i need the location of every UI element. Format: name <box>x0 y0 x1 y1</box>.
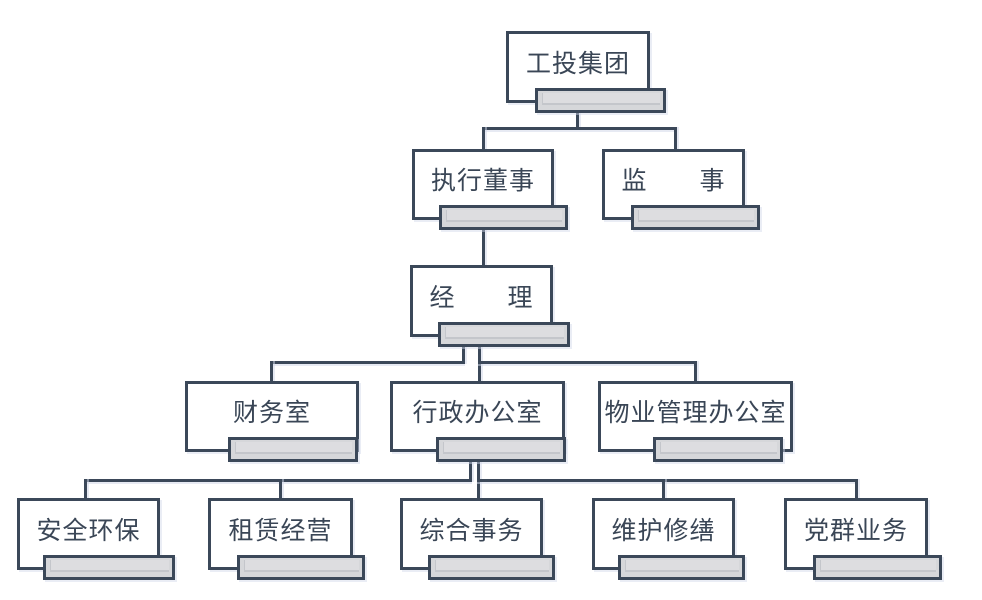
name-placeholder-inner <box>435 560 549 572</box>
name-placeholder-inner <box>235 442 352 454</box>
name-placeholder-inner <box>660 442 777 454</box>
org-node-zulin-jingying[interactable]: 租赁经营 <box>208 498 365 580</box>
org-node-label: 维护修缮 <box>611 516 716 545</box>
name-placeholder-box <box>428 555 555 580</box>
name-placeholder-box <box>535 88 666 113</box>
name-placeholder-inner <box>50 560 169 572</box>
connector-line <box>84 479 87 500</box>
connector-line <box>462 344 465 364</box>
name-placeholder-inner <box>638 210 754 222</box>
name-placeholder-box <box>653 437 783 462</box>
name-placeholder-box <box>237 555 365 580</box>
org-node-weihu-xiushan[interactable]: 维护修缮 <box>592 498 745 580</box>
connector-line <box>662 479 665 500</box>
connector-line <box>84 479 472 482</box>
name-placeholder-inner <box>443 442 560 454</box>
name-placeholder-inner <box>542 93 660 105</box>
org-node-label: 安全环保 <box>36 516 141 545</box>
connector-line <box>482 127 485 151</box>
org-node-label: 监 事 <box>621 167 726 195</box>
name-placeholder-inner <box>625 560 739 572</box>
org-node-label: 经 理 <box>429 283 534 312</box>
connector-line <box>270 361 273 383</box>
connector-line <box>674 127 677 151</box>
name-placeholder-inner <box>445 327 564 339</box>
connector-line <box>279 479 282 500</box>
connector-line <box>478 361 697 364</box>
org-node-box: 综合事务 <box>400 498 543 570</box>
name-placeholder-box <box>228 437 358 462</box>
org-node-gongtou-jituan[interactable]: 工投集团 <box>506 31 666 113</box>
name-placeholder-box <box>439 205 568 230</box>
name-placeholder-box <box>43 555 175 580</box>
org-node-jianshi[interactable]: 监 事 <box>602 149 760 230</box>
name-placeholder-box <box>631 205 760 230</box>
org-node-dangqun-yewu[interactable]: 党群业务 <box>784 498 942 580</box>
connector-line <box>469 461 472 482</box>
connector-line <box>855 479 858 500</box>
org-node-label: 财务室 <box>232 399 311 427</box>
org-node-jingli[interactable]: 经 理 <box>410 265 570 347</box>
org-node-label: 租赁经营 <box>228 516 333 545</box>
name-placeholder-box <box>436 437 566 462</box>
name-placeholder-box <box>618 555 745 580</box>
org-node-xingzheng-bangongshi[interactable]: 行政办公室 <box>390 381 566 462</box>
org-node-caiwushi[interactable]: 财务室 <box>185 381 359 462</box>
org-node-label: 行政办公室 <box>412 399 543 427</box>
org-node-label: 物业管理办公室 <box>604 399 787 427</box>
name-placeholder-box <box>438 322 570 347</box>
org-node-anquan-huanbao[interactable]: 安全环保 <box>17 498 175 580</box>
org-node-zonghe-shiwu[interactable]: 综合事务 <box>400 498 555 580</box>
connector-line <box>694 361 697 383</box>
connector-line <box>482 228 485 267</box>
org-node-label: 执行董事 <box>430 167 535 195</box>
org-node-zhixing-dongshi[interactable]: 执行董事 <box>412 149 568 230</box>
name-placeholder-inner <box>244 560 359 572</box>
org-node-label: 党群业务 <box>803 516 908 545</box>
org-node-wuye-guanli-bangongshi[interactable]: 物业管理办公室 <box>598 381 793 462</box>
org-node-label: 工投集团 <box>525 49 630 78</box>
name-placeholder-inner <box>820 560 936 572</box>
name-placeholder-box <box>813 555 942 580</box>
name-placeholder-inner <box>446 210 562 222</box>
connector-line <box>477 479 858 482</box>
org-node-label: 综合事务 <box>419 516 524 545</box>
connector-line <box>482 127 677 130</box>
connector-line <box>270 361 465 364</box>
connector-line <box>576 110 579 129</box>
